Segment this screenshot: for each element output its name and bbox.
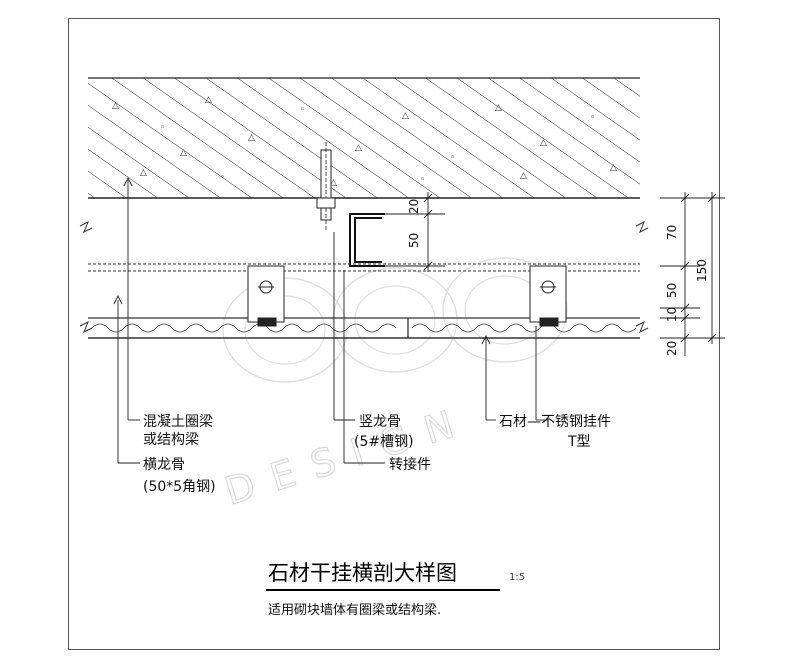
svg-text:△: △ (402, 111, 409, 121)
label-beam-line1: 混凝土圈梁 (143, 414, 213, 430)
svg-text:△: △ (205, 95, 212, 105)
dim-150: 150 (695, 259, 709, 282)
right-dimensions (660, 192, 725, 356)
svg-text:△: △ (248, 133, 255, 143)
svg-text:◦: ◦ (450, 153, 455, 163)
dim-20: 20 (665, 341, 679, 356)
label-hkeel-line2: (50*5角钢) (143, 479, 216, 495)
break-lines (79, 220, 649, 334)
dim-inner-20: 20 (407, 199, 421, 214)
label-hkeel-line1: 横龙骨 (143, 457, 185, 473)
svg-text:◦: ◦ (160, 123, 165, 133)
svg-text:◦: ◦ (590, 113, 595, 123)
watermark-text: DESIGN (220, 397, 476, 513)
leader-lines (113, 176, 548, 464)
connector-right (529, 265, 567, 327)
label-stone-hanger: 石材—不锈钢挂件 (499, 414, 611, 430)
svg-text:△: △ (180, 148, 187, 158)
svg-text:△: △ (330, 178, 337, 188)
concrete-beam: △ ◦ △ △ ◦ △ △ ◦ △ △ ◦ △ ◦ △ ◦ △ △ △ (88, 77, 640, 199)
drawing-frame (68, 18, 720, 650)
svg-text:△: △ (112, 101, 119, 111)
label-vkeel-line1: 竖龙骨 (359, 414, 401, 430)
inner-dimension (385, 192, 445, 272)
svg-text:◦: ◦ (300, 105, 305, 115)
svg-text:◦: ◦ (220, 173, 225, 183)
label-adapter: 转接件 (389, 456, 431, 473)
svg-text:△: △ (520, 171, 527, 181)
connector-left (247, 265, 285, 327)
svg-text:△: △ (540, 138, 547, 148)
dim-inner-50: 50 (407, 233, 421, 248)
svg-text:△: △ (140, 168, 147, 178)
stone-panels (91, 318, 637, 338)
dim-50: 50 (665, 283, 679, 298)
svg-text:◦: ◦ (420, 175, 425, 185)
drawing-scale: 1:5 (509, 572, 525, 583)
drawing-subtitle: 适用砌块墙体有圈梁或结构梁. (268, 603, 441, 618)
dim-10: 10 (665, 307, 679, 322)
svg-text:△: △ (610, 163, 617, 173)
anchor-bolt (316, 142, 336, 232)
svg-text:△: △ (355, 143, 362, 153)
dim-70: 70 (665, 225, 679, 240)
vertical-keel-channel (349, 213, 385, 267)
drawing-title: 石材干挂横剖大样图 (268, 561, 457, 585)
label-t-type: T型 (567, 434, 591, 450)
label-vkeel-line2: (5#槽钢) (354, 434, 414, 450)
label-beam-line2: 或结构梁 (143, 432, 199, 448)
svg-text:△: △ (495, 103, 502, 113)
